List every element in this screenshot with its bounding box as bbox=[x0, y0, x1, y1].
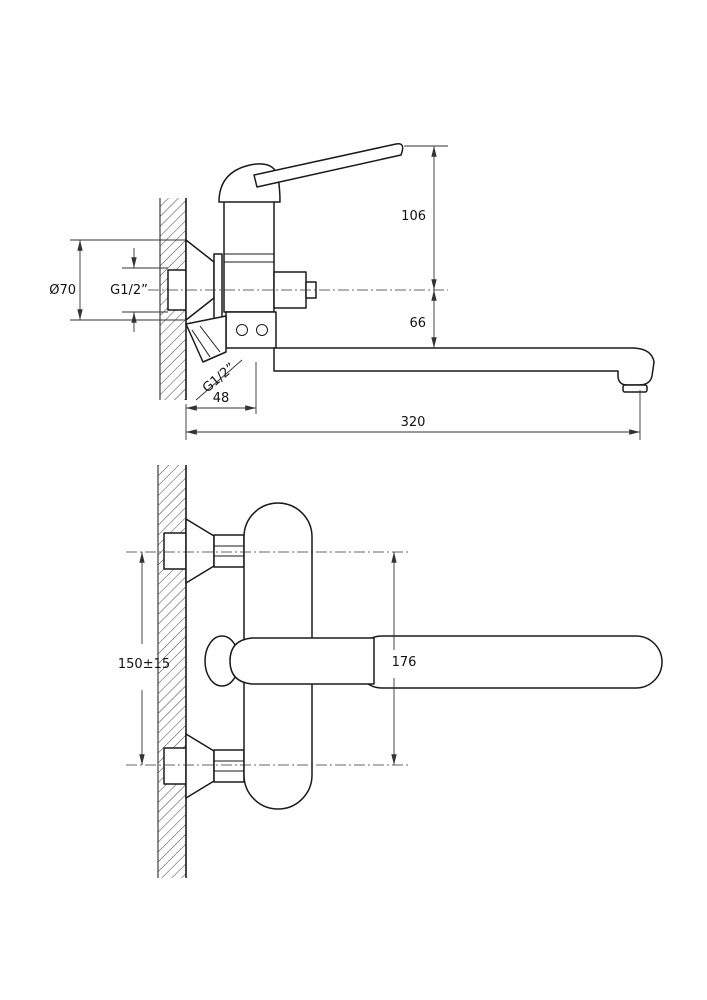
valve-block-side bbox=[225, 311, 277, 349]
dim-150: 150±15 bbox=[118, 552, 170, 765]
faucet-handle-side bbox=[218, 142, 404, 203]
wall-section-side bbox=[159, 198, 187, 400]
top-escutcheon-front bbox=[185, 518, 215, 584]
faucet-body-side bbox=[223, 199, 277, 349]
dim-label-150: 150±15 bbox=[118, 657, 170, 672]
dim-66: 66 bbox=[409, 290, 437, 348]
outlet-hole-icon bbox=[256, 324, 268, 336]
escutcheon-side bbox=[185, 239, 223, 327]
dim-320: 320 bbox=[185, 390, 641, 440]
dim-label-inlet-thread: G1/2” bbox=[110, 283, 148, 298]
top-pipe-stub bbox=[163, 532, 187, 570]
dim-flange-diameter: Ø70 bbox=[49, 239, 186, 321]
dim-label-106: 106 bbox=[401, 209, 426, 224]
dim-label-66: 66 bbox=[409, 316, 426, 331]
spout-side bbox=[273, 347, 655, 393]
dim-label-flange-diameter: Ø70 bbox=[49, 283, 76, 298]
side-view: 106 66 Ø70 G1/2” G1/2” bbox=[49, 142, 655, 440]
dim-label-320: 320 bbox=[401, 415, 426, 430]
top-eccentric-front bbox=[163, 518, 245, 584]
top-nut-front bbox=[213, 534, 245, 568]
handle-lever-side bbox=[253, 142, 404, 188]
dim-label-48: 48 bbox=[213, 391, 230, 406]
dim-inlet-thread: G1/2” bbox=[110, 248, 168, 332]
bottom-eccentric-front bbox=[163, 733, 245, 799]
dim-106: 106 bbox=[401, 145, 448, 290]
faucet-handle-front bbox=[204, 635, 375, 687]
bottom-escutcheon-front bbox=[185, 733, 215, 799]
handle-lever-front bbox=[229, 637, 375, 685]
bottom-nut-front bbox=[213, 749, 245, 783]
dim-48: 48 bbox=[186, 362, 257, 414]
outlet-hole-icon bbox=[236, 324, 248, 336]
dim-label-176: 176 bbox=[392, 655, 417, 670]
lower-escutcheon-side bbox=[185, 315, 227, 363]
dim-176: 176 bbox=[391, 552, 417, 765]
aerator-side bbox=[622, 384, 648, 393]
bottom-pipe-stub bbox=[163, 747, 187, 785]
front-view: 150±15 176 bbox=[118, 465, 663, 878]
